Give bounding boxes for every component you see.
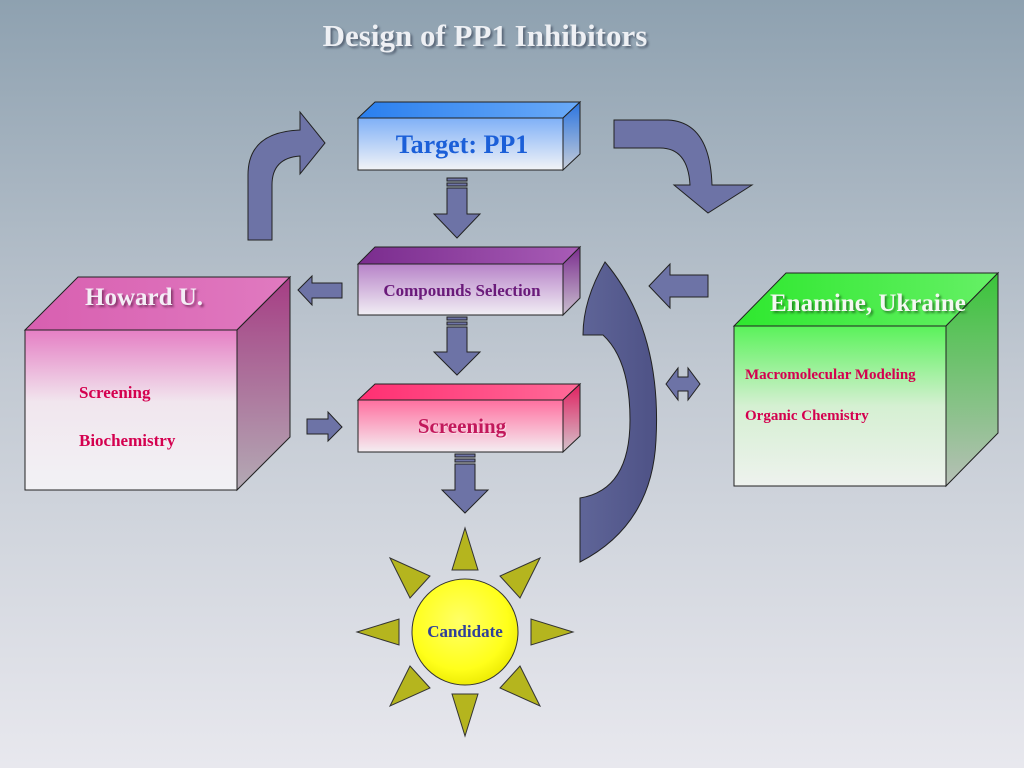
target-label: Target: PP1 [395,130,529,159]
howard-item-screening: Screening [79,383,151,402]
sun-ray-icon [355,618,400,646]
sun-ray-icon [451,693,479,738]
left-arrow-to-howard [297,274,343,307]
howard-cube [23,275,292,492]
screening-label: Screening [417,414,507,438]
down-arrow-target-to-compounds [432,177,482,239]
curved-arrow-target-to-enamine [613,119,754,214]
enamine-item-chemistry: Organic Chemistry [745,408,869,424]
candidate-sun [355,526,575,738]
screening-box [356,382,582,454]
enamine-cube [732,271,1000,488]
sun-ray-icon [499,556,542,599]
left-arrow-from-enamine [648,262,709,310]
candidate-label: Candidate [427,622,503,641]
right-arrow-to-screening [306,410,343,443]
compounds-selection-label: Compounds Selection [383,281,541,300]
sun-ray-icon [388,556,431,599]
down-arrow-compounds-to-screening [432,316,482,376]
howard-title: Howard U. [85,284,204,311]
target-box [356,100,582,172]
compounds-selection-box [356,245,582,317]
enamine-item-modeling: Macromolecular Modeling [745,367,916,383]
enamine-title: Enamine, Ukraine [770,290,966,317]
double-arrow-enamine-screening [665,366,701,402]
page-title: Design of PP1 Inhibitors [322,18,648,53]
howard-item-biochemistry: Biochemistry [79,431,176,450]
sun-ray-icon [451,526,479,571]
curved-arrow-howard-to-target [247,110,326,241]
sun-ray-icon [499,665,542,708]
feedback-arrow-candidate-to-compounds [579,261,658,563]
sun-ray-icon [530,618,575,646]
sun-ray-icon [388,665,431,708]
down-arrow-screening-to-candidate [440,453,490,514]
